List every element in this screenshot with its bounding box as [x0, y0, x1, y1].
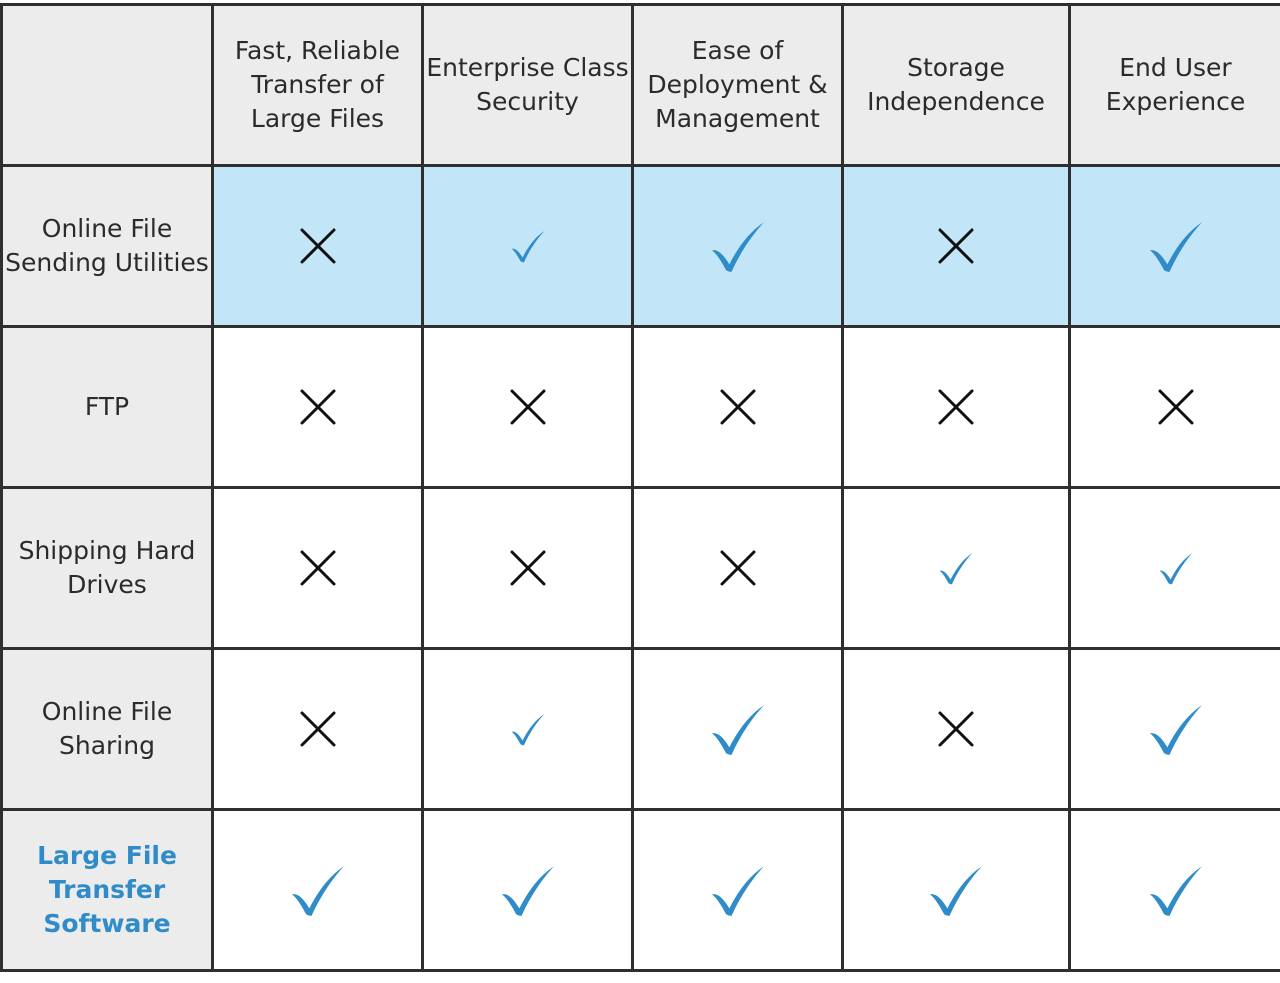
x-mark-icon: [299, 549, 337, 587]
column-header-security: Enterprise Class Security: [421, 3, 634, 167]
cell-security: [421, 808, 634, 972]
table-row: FTP: [0, 325, 1280, 489]
large-checkmark-icon: [711, 219, 765, 273]
row-label: Online File Sending Utilities: [0, 164, 214, 328]
header-row: Fast, Reliable Transfer of Large Files E…: [0, 3, 1280, 167]
x-mark-icon: [937, 710, 975, 748]
large-checkmark-icon: [711, 702, 765, 756]
cell-user-experience: [1068, 808, 1280, 972]
table-row: Online File Sending Utilities: [0, 164, 1280, 328]
comparison-table: Fast, Reliable Transfer of Large Files E…: [0, 3, 1280, 972]
cell-transfer: [211, 808, 424, 972]
column-header-transfer: Fast, Reliable Transfer of Large Files: [211, 3, 424, 167]
column-header-storage: Storage Independence: [841, 3, 1071, 167]
row-label: Large File Transfer Software: [0, 808, 214, 972]
cell-deployment: [631, 325, 844, 489]
cell-user-experience: [1068, 486, 1280, 650]
x-mark-icon: [509, 388, 547, 426]
small-checkmark-icon: [939, 551, 973, 585]
x-mark-icon: [719, 388, 757, 426]
cell-storage: [841, 325, 1071, 489]
large-checkmark-icon: [1149, 863, 1203, 917]
column-header-user-experience: End User Experience: [1068, 3, 1280, 167]
cell-security: [421, 647, 634, 811]
x-mark-icon: [719, 549, 757, 587]
small-checkmark-icon: [511, 229, 545, 263]
cell-transfer: [211, 647, 424, 811]
cell-deployment: [631, 808, 844, 972]
column-header-deployment: Ease of Deployment & Management: [631, 3, 844, 167]
cell-transfer: [211, 164, 424, 328]
cell-storage: [841, 647, 1071, 811]
cell-transfer: [211, 325, 424, 489]
large-checkmark-icon: [929, 863, 983, 917]
corner-cell: [0, 3, 214, 167]
x-mark-icon: [937, 388, 975, 426]
small-checkmark-icon: [511, 712, 545, 746]
table-row: Online File Sharing: [0, 647, 1280, 811]
cell-user-experience: [1068, 164, 1280, 328]
table-row: Large File Transfer Software: [0, 808, 1280, 972]
large-checkmark-icon: [501, 863, 555, 917]
x-mark-icon: [299, 227, 337, 265]
large-checkmark-icon: [1149, 219, 1203, 273]
x-mark-icon: [509, 549, 547, 587]
cell-deployment: [631, 647, 844, 811]
small-checkmark-icon: [1159, 551, 1193, 585]
x-mark-icon: [1157, 388, 1195, 426]
cell-storage: [841, 164, 1071, 328]
x-mark-icon: [299, 388, 337, 426]
table-row: Shipping Hard Drives: [0, 486, 1280, 650]
cell-transfer: [211, 486, 424, 650]
large-checkmark-icon: [1149, 702, 1203, 756]
large-checkmark-icon: [711, 863, 765, 917]
row-label: FTP: [0, 325, 214, 489]
cell-storage: [841, 486, 1071, 650]
cell-user-experience: [1068, 647, 1280, 811]
x-mark-icon: [299, 710, 337, 748]
large-checkmark-icon: [291, 863, 345, 917]
cell-security: [421, 325, 634, 489]
x-mark-icon: [937, 227, 975, 265]
cell-deployment: [631, 164, 844, 328]
cell-security: [421, 486, 634, 650]
row-label: Shipping Hard Drives: [0, 486, 214, 650]
cell-storage: [841, 808, 1071, 972]
cell-deployment: [631, 486, 844, 650]
row-label: Online File Sharing: [0, 647, 214, 811]
cell-security: [421, 164, 634, 328]
cell-user-experience: [1068, 325, 1280, 489]
